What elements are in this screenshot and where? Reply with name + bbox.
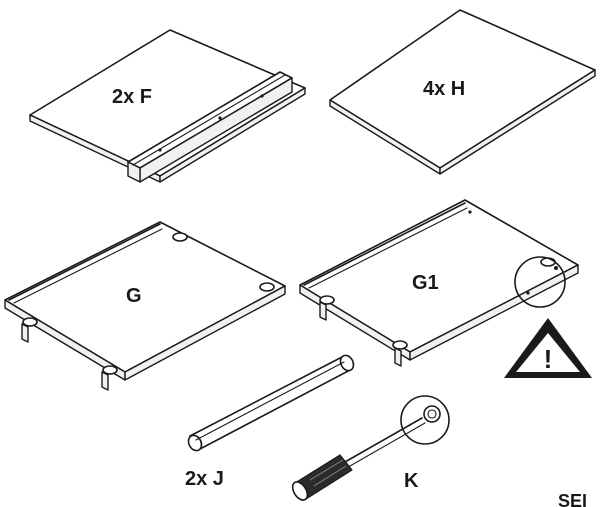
- part-label-g1: G1: [412, 272, 439, 294]
- part-label-k: K: [404, 470, 419, 492]
- warning-glyph: !: [544, 344, 553, 374]
- panel-g1: G1: [299, 199, 579, 367]
- dowel-j: 2x J: [185, 354, 355, 490]
- magnifier-circle-icon: [514, 256, 566, 308]
- part-label-f: 2x F: [112, 86, 152, 108]
- panel-g: G: [4, 221, 286, 391]
- panel-f: 2x F: [29, 29, 306, 183]
- part-label-h: 4x H: [423, 78, 465, 100]
- warning-triangle-icon: !: [504, 318, 592, 378]
- corner-text: SEI: [558, 491, 587, 507]
- part-label-j: 2x J: [185, 468, 224, 490]
- part-label-g: G: [126, 285, 142, 307]
- screwdriver-icon: K: [291, 395, 450, 501]
- panel-h: 4x H: [329, 9, 596, 175]
